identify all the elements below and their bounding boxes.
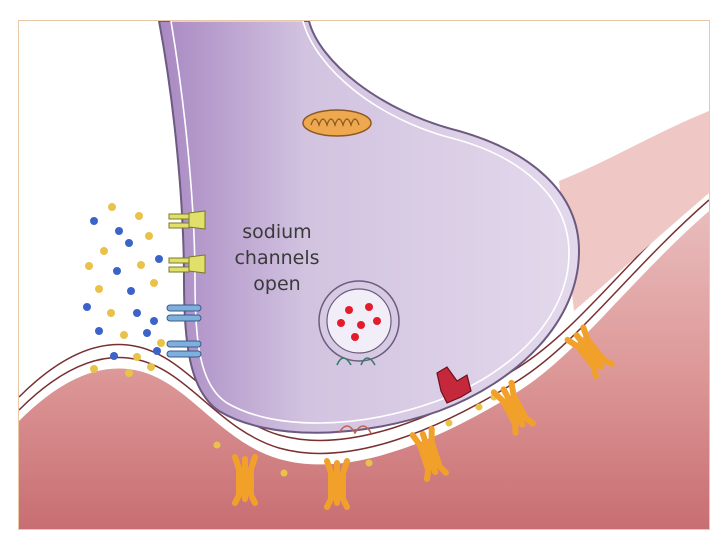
potassium-channel-icon bbox=[166, 304, 202, 358]
cleft-tissue bbox=[559, 111, 709, 311]
ions bbox=[83, 203, 498, 477]
postsynaptic-membrane bbox=[19, 187, 709, 454]
synaptic-vesicle-icon bbox=[318, 280, 400, 366]
synapse-diagram bbox=[19, 21, 709, 529]
sodium-channels-label: sodium channels open bbox=[217, 219, 337, 297]
mitochondrion-icon bbox=[302, 109, 372, 137]
axon-terminal bbox=[157, 21, 581, 434]
label-line-3: open bbox=[253, 273, 301, 295]
sodium-channel-icon bbox=[168, 210, 206, 274]
snare-protein bbox=[338, 425, 372, 435]
diagram-frame: sodium channels open bbox=[18, 20, 710, 530]
receptor-icon bbox=[232, 324, 615, 510]
label-line-2: channels bbox=[234, 247, 320, 269]
postsynaptic-cell bbox=[19, 211, 709, 529]
label-line-1: sodium bbox=[242, 221, 312, 243]
red-channel-icon bbox=[436, 366, 472, 404]
